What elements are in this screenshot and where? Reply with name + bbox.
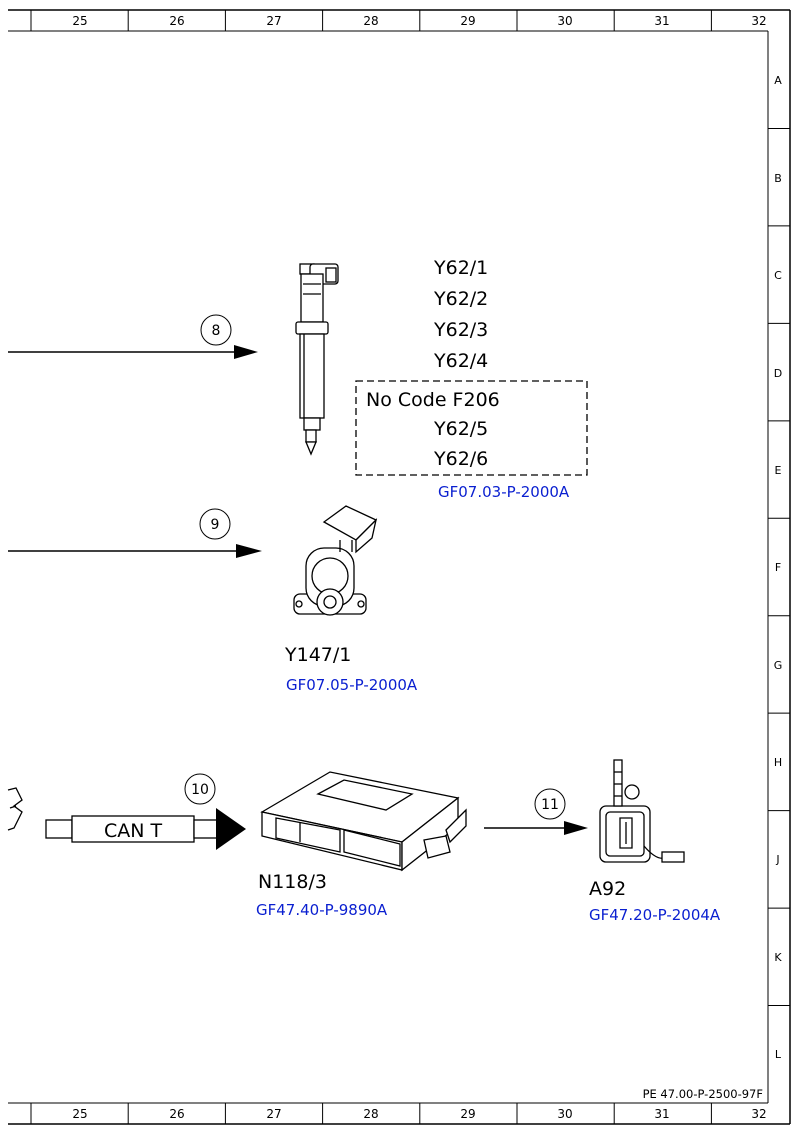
column-label: 27: [266, 1107, 281, 1121]
column-label: 25: [72, 14, 87, 28]
row-label: J: [775, 853, 779, 866]
component-code: Y62/5: [433, 418, 488, 440]
column-label: 28: [363, 1107, 378, 1121]
row-label: D: [774, 367, 782, 380]
column-label: 32: [751, 14, 766, 28]
injector-icon: [295, 263, 339, 456]
valve-labels: Y147/1 GF07.05-P-2000A: [284, 644, 418, 694]
valve-icon: [293, 505, 378, 616]
optional-equipment-box: [355, 380, 588, 476]
row-label: F: [775, 561, 781, 574]
component-code: Y62/4: [433, 350, 488, 372]
column-label: 27: [266, 14, 281, 28]
component-code: Y62/6: [433, 448, 488, 470]
component-code: Y147/1: [284, 644, 351, 666]
column-label: 31: [654, 1107, 669, 1121]
sensor-labels: A92 GF47.20-P-2004A: [589, 878, 721, 924]
connection-number: 9: [211, 517, 220, 533]
column-dividers: [30, 10, 712, 1124]
sheet-id: PE 47.00-P-2500-97F: [643, 1087, 763, 1101]
reference-link[interactable]: GF47.20-P-2004A: [589, 906, 721, 924]
row-label: E: [775, 464, 782, 477]
column-labels-top: 25 26 27 28 29 30 31 32: [72, 14, 766, 28]
connection-10: CAN T 10: [45, 773, 246, 850]
partial-component-icon: [7, 787, 23, 831]
reference-link[interactable]: GF07.03-P-2000A: [438, 483, 570, 501]
row-label: B: [774, 172, 782, 185]
component-code: N118/3: [258, 871, 327, 893]
component-code: A92: [589, 878, 626, 900]
column-label: 31: [654, 14, 669, 28]
column-label: 29: [460, 14, 475, 28]
optional-note: No Code F206: [366, 389, 500, 411]
component-code: Y62/1: [433, 257, 488, 279]
row-label: L: [775, 1048, 782, 1061]
column-label: 25: [72, 1107, 87, 1121]
column-label: 30: [557, 1107, 572, 1121]
component-code: Y62/2: [433, 288, 488, 310]
connection-number: 11: [541, 797, 559, 813]
connection-9: 9: [8, 508, 262, 558]
row-label: C: [774, 269, 782, 282]
row-label: A: [774, 74, 782, 87]
control-unit-labels: N118/3 GF47.40-P-9890A: [256, 871, 388, 919]
row-dividers: [768, 127, 790, 1007]
bus-label: CAN T: [104, 820, 163, 842]
sheet-frame: [8, 9, 791, 1125]
row-labels: A B C D E F G H J K L: [774, 74, 783, 1061]
column-label: 32: [751, 1107, 766, 1121]
row-label: K: [774, 951, 782, 964]
column-label: 26: [169, 1107, 184, 1121]
reference-link[interactable]: GF07.05-P-2000A: [286, 676, 418, 694]
reference-link[interactable]: GF47.40-P-9890A: [256, 901, 388, 919]
connection-8: 8: [8, 314, 258, 359]
connection-11: 11: [484, 788, 588, 835]
component-code: Y62/3: [433, 319, 488, 341]
control-unit-icon: [260, 771, 467, 872]
row-label: G: [774, 659, 783, 672]
connection-number: 8: [212, 323, 221, 339]
sensor-icon: [599, 759, 685, 863]
injector-labels: Y62/1 Y62/2 Y62/3 Y62/4 No Code F206 Y62…: [355, 257, 588, 501]
column-label: 28: [363, 14, 378, 28]
row-label: H: [774, 756, 782, 769]
column-labels-bottom: 25 26 27 28 29 30 31 32: [72, 1107, 766, 1121]
connection-number: 10: [191, 782, 209, 798]
column-label: 29: [460, 1107, 475, 1121]
column-label: 26: [169, 14, 184, 28]
column-label: 30: [557, 14, 572, 28]
